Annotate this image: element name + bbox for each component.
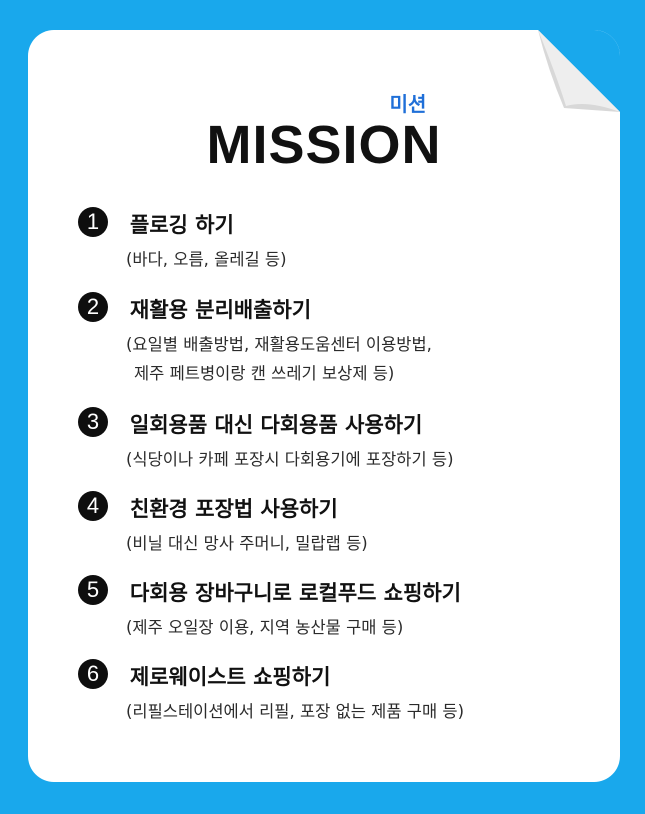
mission-number-2: 2 <box>78 292 108 322</box>
mission-desc-1: (바다, 오름, 올레길 등) <box>126 250 287 269</box>
mission-desc-4: (비닐 대신 망사 주머니, 밀랍랩 등) <box>126 534 368 553</box>
mission-desc-2a: (요일별 배출방법, 재활용도움센터 이용방법, <box>126 335 432 354</box>
mission-title-4: 친환경 포장법 사용하기 <box>130 497 338 521</box>
mission-number-3: 3 <box>78 407 108 437</box>
mission-number-5: 5 <box>78 575 108 605</box>
mission-card: 미션 MISSION 1 플로깅 하기 (바다, 오름, 올레길 등) 2 재활… <box>28 30 620 782</box>
mission-desc-5: (제주 오일장 이용, 지역 농산물 구매 등) <box>126 618 404 637</box>
mission-number-6: 6 <box>78 659 108 689</box>
mission-title-6: 제로웨이스트 쇼핑하기 <box>130 665 331 689</box>
mission-desc-2b: 제주 페트병이랑 캔 쓰레기 보상제 등) <box>134 364 395 383</box>
mission-list: 1 플로깅 하기 (바다, 오름, 올레길 등) 2 재활용 분리배출하기 (요… <box>28 30 620 782</box>
mission-title-3: 일회용품 대신 다회용품 사용하기 <box>130 413 423 437</box>
page-fold-icon <box>538 30 620 112</box>
mission-number-4: 4 <box>78 491 108 521</box>
mission-desc-6: (리필스테이션에서 리필, 포장 없는 제품 구매 등) <box>126 702 465 721</box>
mission-title-2: 재활용 분리배출하기 <box>130 298 312 322</box>
mission-title-5: 다회용 장바구니로 로컬푸드 쇼핑하기 <box>130 581 462 605</box>
mission-subtitle: 미션 <box>389 92 427 116</box>
mission-title-1: 플로깅 하기 <box>130 213 234 237</box>
mission-desc-3: (식당이나 카페 포장시 다회용기에 포장하기 등) <box>126 450 454 469</box>
mission-number-1: 1 <box>78 207 108 237</box>
mission-title: MISSION <box>206 115 442 175</box>
